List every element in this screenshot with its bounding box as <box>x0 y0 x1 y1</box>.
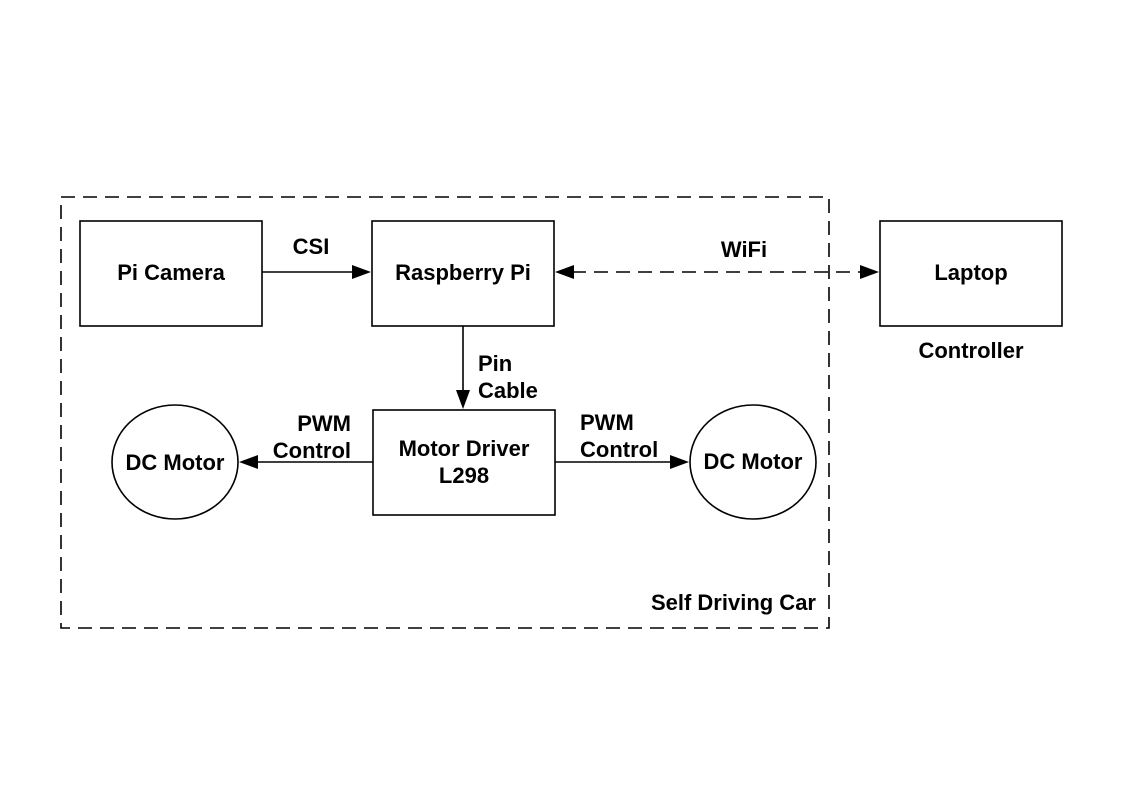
dc-motor-right-node <box>689 404 817 520</box>
laptop-node <box>879 220 1063 327</box>
self-driving-car-label: Self Driving Car <box>651 590 816 615</box>
controller-label: Controller <box>918 338 1024 363</box>
pin-cable-arrowhead <box>456 390 470 409</box>
raspberry-pi-label: Raspberry Pi <box>395 260 531 285</box>
self-driving-car-boundary <box>60 196 830 629</box>
raspberry-pi-node <box>371 220 555 327</box>
pin-cable-label-line2: Cable <box>478 378 538 403</box>
csi-arrowhead <box>352 265 371 279</box>
dc-motor-left-node <box>111 404 239 520</box>
laptop-label: Laptop <box>934 260 1007 285</box>
motor-driver-label-line1: Motor Driver <box>399 436 530 461</box>
pin-cable-label-line1: Pin <box>478 351 512 376</box>
pwm-right-label-line1: PWM <box>580 410 634 435</box>
motor-driver-label-line2: L298 <box>439 463 489 488</box>
pin-cable-connector <box>456 326 470 409</box>
wifi-label: WiFi <box>721 237 767 262</box>
dc-motor-left-label: DC Motor <box>126 450 225 475</box>
csi-connector <box>262 265 371 279</box>
wifi-connector <box>555 265 879 279</box>
pwm-right-connector <box>555 455 689 469</box>
motor-driver-node <box>372 409 556 516</box>
wifi-arrowhead-left <box>555 265 574 279</box>
csi-label: CSI <box>293 234 330 259</box>
pwm-left-label-line2: Control <box>273 438 351 463</box>
pi-camera-node <box>79 220 263 327</box>
wifi-arrowhead-right <box>860 265 879 279</box>
pwm-left-arrowhead <box>239 455 258 469</box>
pwm-right-arrowhead <box>670 455 689 469</box>
pwm-left-connector <box>239 455 373 469</box>
pi-camera-label: Pi Camera <box>117 260 225 285</box>
dc-motor-right-label: DC Motor <box>704 449 803 474</box>
pwm-left-label-line1: PWM <box>297 411 351 436</box>
pwm-right-label-line2: Control <box>580 437 658 462</box>
